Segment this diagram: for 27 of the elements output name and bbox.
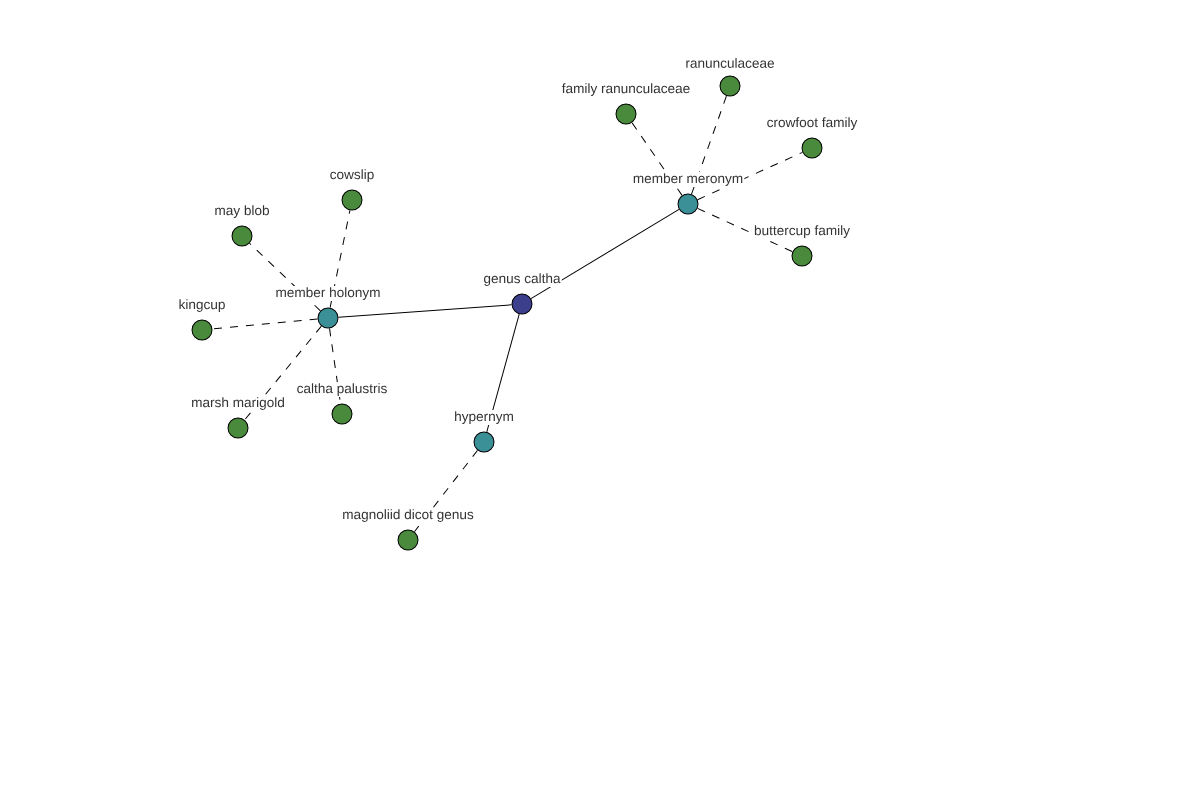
dashed-link bbox=[211, 318, 319, 330]
dashed-link bbox=[413, 449, 479, 533]
dashed-link bbox=[697, 207, 793, 253]
term-dot bbox=[191, 319, 213, 341]
term-dot bbox=[801, 137, 823, 159]
relation-dot bbox=[473, 431, 495, 453]
dashed-link bbox=[329, 327, 341, 405]
relation-dot bbox=[677, 193, 699, 215]
dashed-link bbox=[329, 209, 351, 309]
relation-dot bbox=[317, 307, 339, 329]
dashed-link bbox=[691, 95, 727, 195]
hub-dot bbox=[511, 293, 533, 315]
term-dot bbox=[615, 103, 637, 125]
dashed-link bbox=[244, 325, 322, 421]
term-dot bbox=[341, 189, 363, 211]
term-dot bbox=[331, 403, 353, 425]
dashed-link bbox=[697, 151, 803, 201]
link-line bbox=[530, 208, 680, 300]
term-dot bbox=[719, 75, 741, 97]
dashed-link bbox=[631, 122, 683, 196]
term-dot bbox=[227, 417, 249, 439]
term-dot bbox=[791, 245, 813, 267]
term-dot bbox=[397, 529, 419, 551]
link-line bbox=[338, 304, 513, 318]
dashed-link bbox=[249, 242, 321, 312]
term-dot bbox=[231, 225, 253, 247]
link-line bbox=[486, 313, 520, 433]
